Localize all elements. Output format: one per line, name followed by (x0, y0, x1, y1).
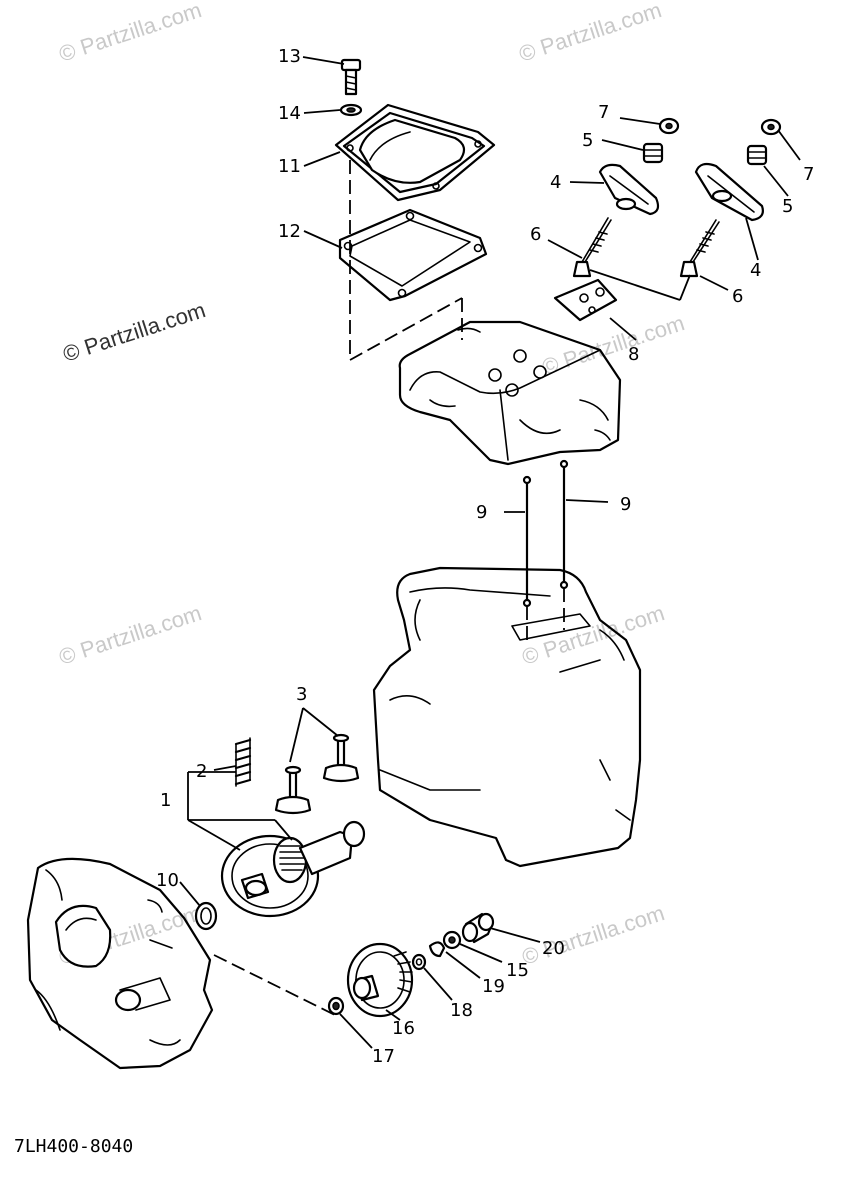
callout-6-left: 6 (530, 224, 541, 245)
watermark: © Partzilla.com (56, 600, 205, 670)
part-12-gasket (338, 208, 488, 302)
part-17-washer (327, 996, 345, 1016)
part-10-washer (194, 901, 218, 931)
diagram-code: 7LH400-8040 (14, 1136, 133, 1157)
part-3-valve-right (322, 733, 360, 783)
part-13-bolt (340, 58, 362, 96)
watermark: © Partzilla.com (519, 900, 668, 970)
engine-block (372, 566, 642, 868)
part-7-nut-left (658, 117, 680, 135)
part-20-bolt (461, 912, 495, 944)
part-5-adjust-nut-right (746, 144, 768, 166)
callout-9-left: 9 (476, 502, 487, 523)
callout-3: 3 (296, 684, 307, 705)
callout-19: 19 (482, 976, 505, 997)
callout-4-right: 4 (750, 260, 761, 281)
watermark: © Partzilla.com (56, 0, 205, 67)
part-3-valve-left (274, 765, 312, 815)
part-18-clip (411, 953, 427, 971)
callout-7-right: 7 (803, 164, 814, 185)
callout-1: 1 (160, 790, 171, 811)
leader-lines (179, 56, 801, 1049)
watermark: © Partzilla.com (60, 297, 209, 367)
callout-6-right: 6 (732, 286, 743, 307)
part-5-adjust-nut-left (642, 142, 664, 164)
part-1-camshaft (220, 820, 366, 918)
part-2-spring (234, 737, 252, 787)
crankcase-cover (26, 857, 214, 1070)
callout-12: 12 (278, 221, 301, 242)
callout-13: 13 (278, 46, 301, 67)
callout-2: 2 (196, 761, 207, 782)
part-11-valve-cover (334, 103, 496, 202)
part-8-guide-plate (553, 278, 618, 322)
part-16-gear (346, 942, 414, 1018)
part-9-push-rods (522, 459, 569, 640)
callout-4-left: 4 (550, 172, 561, 193)
callout-7-left: 7 (598, 102, 609, 123)
cylinder-head (398, 320, 622, 466)
callout-20: 20 (542, 938, 565, 959)
part-4-rocker-arm-left (598, 163, 660, 216)
callout-16: 16 (392, 1018, 415, 1039)
part-19-washer (428, 941, 446, 958)
callout-14: 14 (278, 103, 301, 124)
callout-5-right: 5 (782, 196, 793, 217)
callout-18: 18 (450, 1000, 473, 1021)
callout-5-left: 5 (582, 130, 593, 151)
callout-numbers: 13 14 11 12 7 5 4 6 8 7 5 4 6 9 9 3 2 1 … (156, 46, 814, 1067)
alignment-lines (213, 160, 463, 1016)
part-15-washer (442, 930, 462, 950)
part-6-stud-right (679, 219, 720, 278)
callout-8: 8 (628, 344, 639, 365)
part-6-stud-left (572, 217, 612, 278)
part-14-washer (339, 103, 363, 117)
part-7-nut-right (760, 118, 782, 136)
callout-10: 10 (156, 870, 179, 891)
callout-11: 11 (278, 156, 301, 177)
callout-15: 15 (506, 960, 529, 981)
callout-9-right: 9 (620, 494, 631, 515)
watermark: © Partzilla.com (516, 0, 665, 67)
callout-17: 17 (372, 1046, 395, 1067)
part-4-rocker-arm-right (694, 162, 764, 222)
